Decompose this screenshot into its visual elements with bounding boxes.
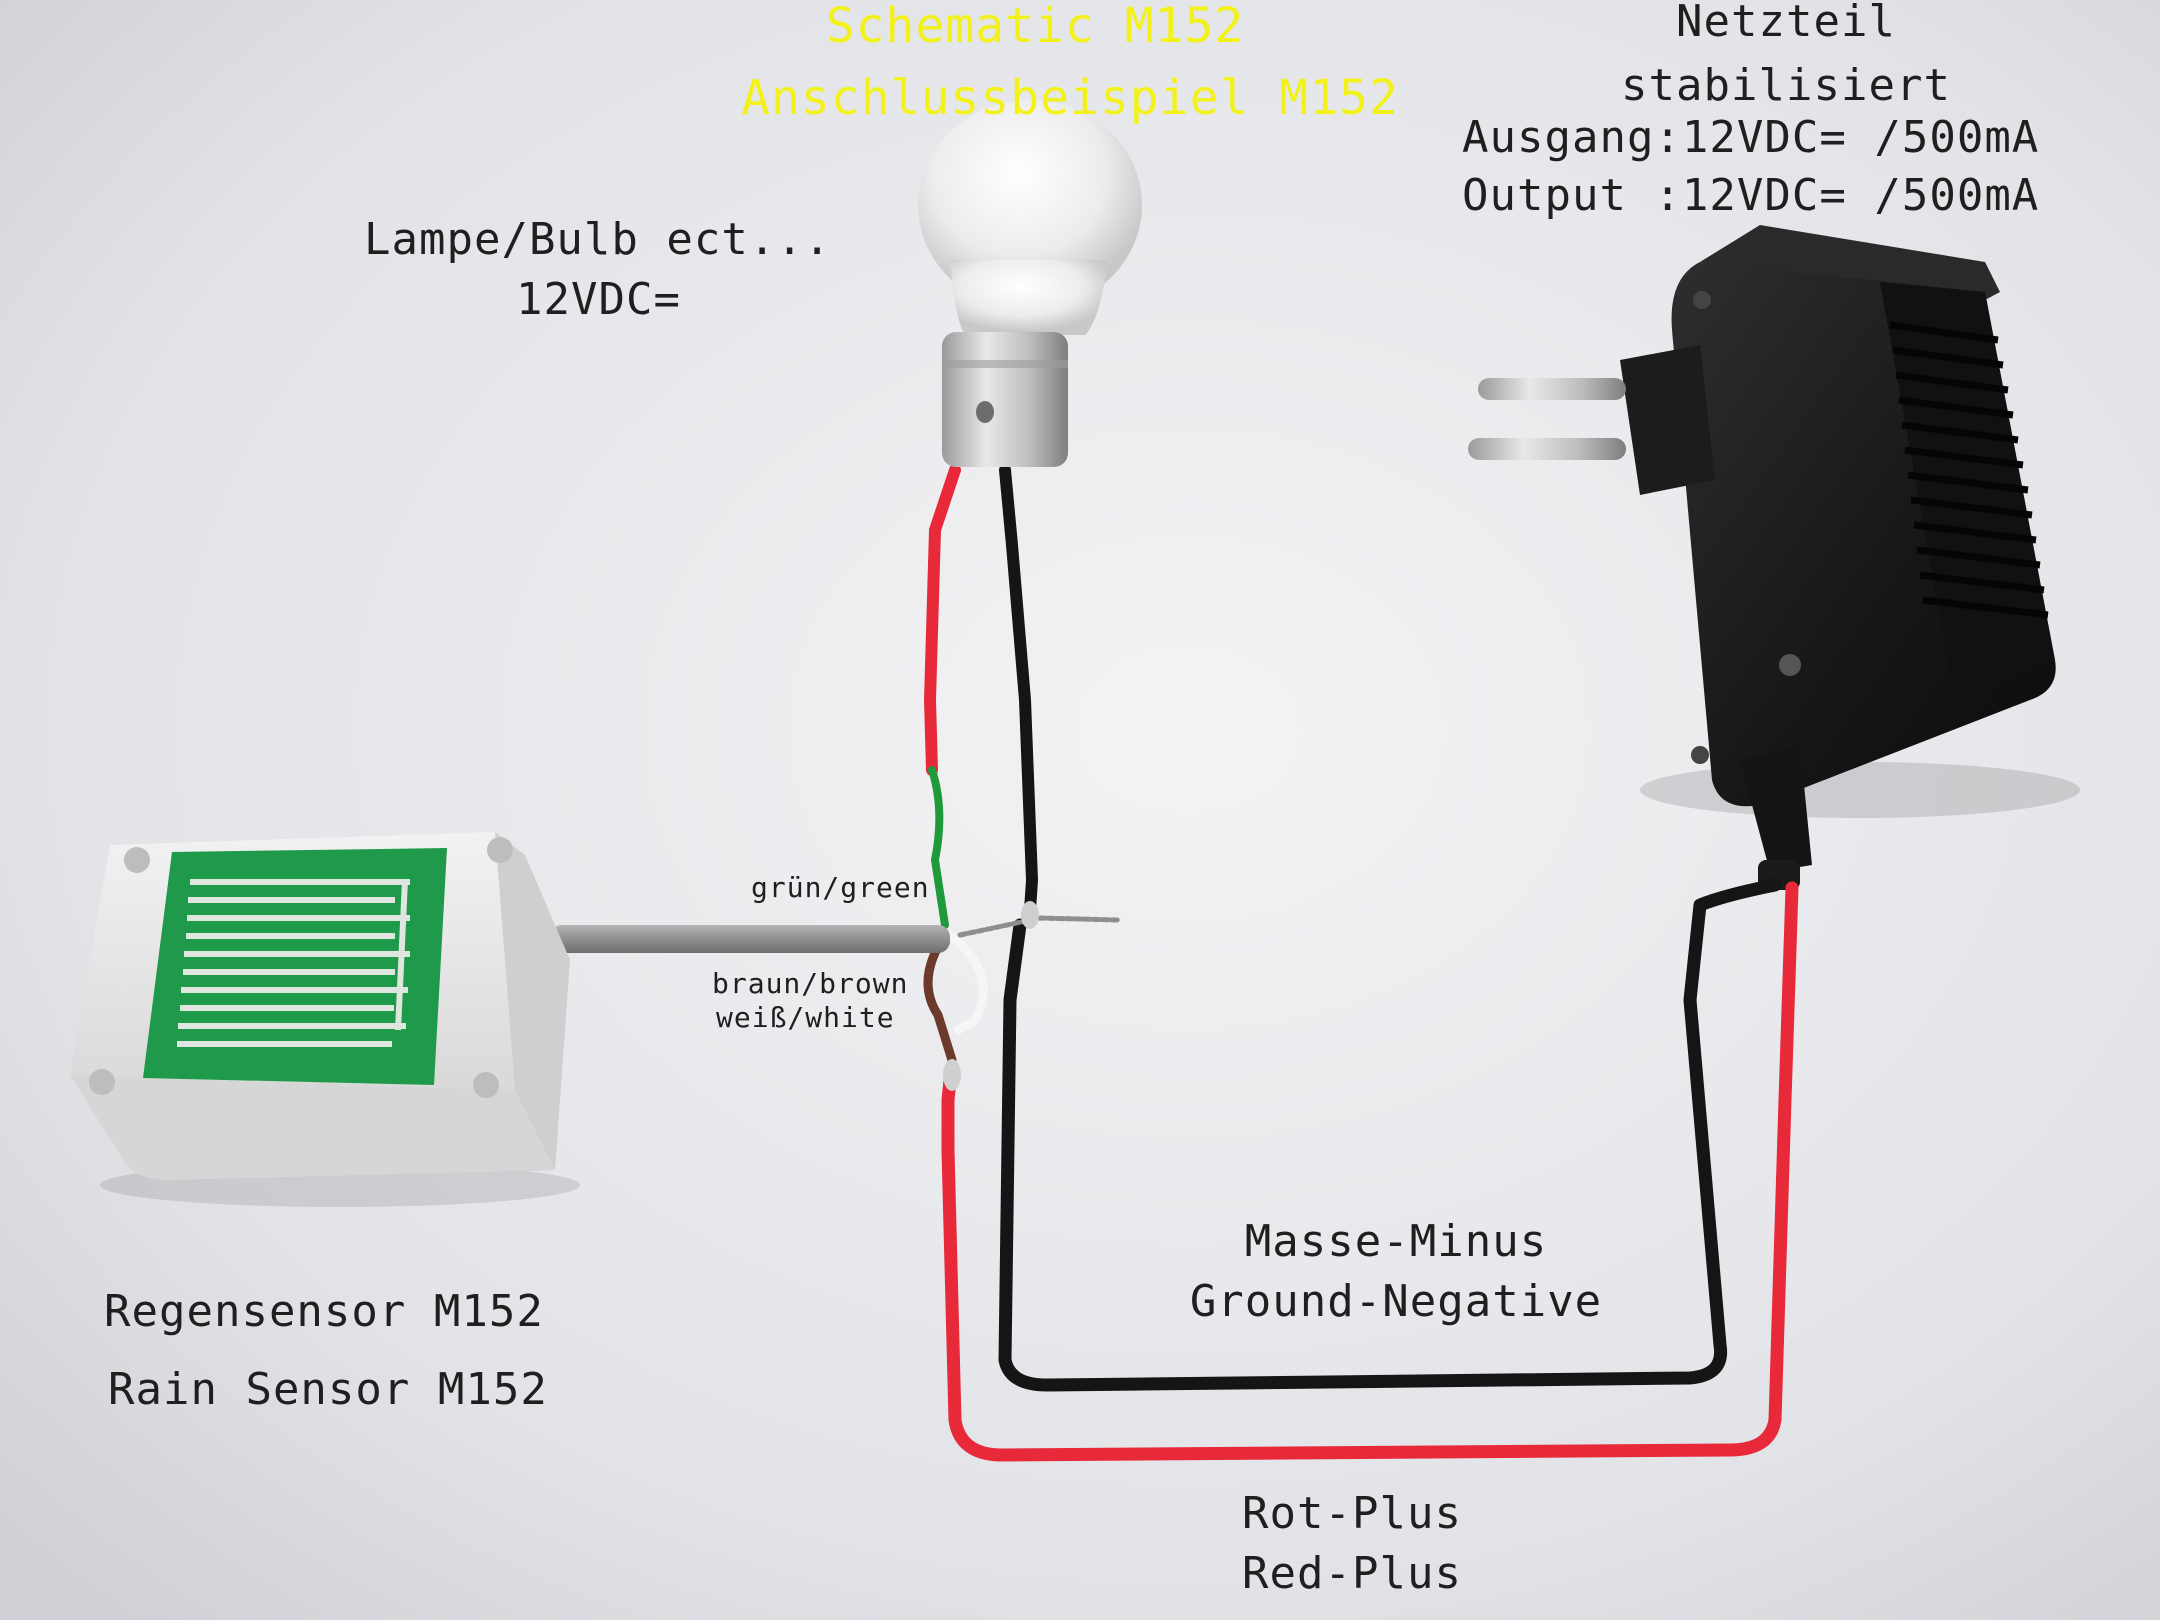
wiring — [923, 464, 1799, 1462]
title-connection-example: Anschlussbeispiel M152 — [741, 70, 1399, 126]
lamp-bulb — [918, 100, 1142, 467]
sensor-cable — [550, 925, 950, 953]
vent-grille — [1889, 321, 2049, 619]
psu-label-stabilisiert: stabilisiert — [1621, 60, 1951, 111]
psu-label-ausgang: Ausgang:12VDC= /500mA — [1462, 112, 2040, 163]
plug-prong-top — [1478, 378, 1626, 400]
rain-sensor-box — [70, 832, 580, 1207]
wire-label-brown: braun/brown — [712, 967, 909, 1000]
ground-label-en: Ground-Negative — [1189, 1276, 1603, 1327]
plug-prong-bottom — [1468, 438, 1626, 460]
lamp-voltage-label: 12VDC= — [516, 274, 681, 325]
solder-joint-black — [1021, 901, 1039, 929]
lamp-label: Lampe/Bulb ect... — [364, 214, 832, 265]
wire-label-green: grün/green — [751, 871, 930, 904]
ground-label-de: Masse-Minus — [1244, 1216, 1548, 1267]
wire-label-white: weiß/white — [716, 1001, 895, 1034]
plus-label-en: Red-Plus — [1242, 1548, 1462, 1599]
sensor-electrodes — [177, 879, 410, 1047]
power-supply — [1468, 225, 2080, 890]
bulb-socket — [942, 332, 1068, 467]
sensor-label-en: Rain Sensor M152 — [108, 1364, 548, 1415]
solder-joint-red — [943, 1059, 961, 1091]
sensor-label-de: Regensensor M152 — [104, 1286, 544, 1337]
plus-label-de: Rot-Plus — [1242, 1488, 1462, 1539]
title-schematic: Schematic M152 — [825, 0, 1245, 54]
psu-label-output: Output :12VDC= /500mA — [1462, 170, 2040, 221]
psu-label-netzteil: Netzteil — [1676, 0, 1896, 47]
